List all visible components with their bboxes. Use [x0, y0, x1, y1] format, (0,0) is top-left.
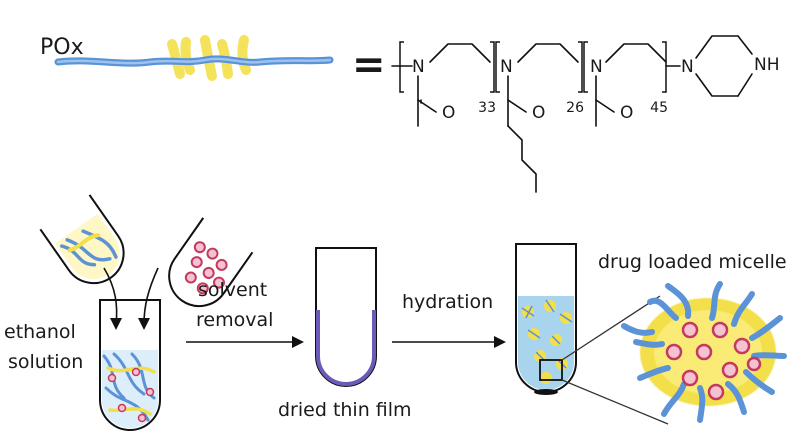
tube-polymer: [39, 194, 125, 285]
zoom-line-top: [561, 295, 661, 361]
tube-dried-film: [315, 247, 377, 387]
atom-n-1: N: [412, 57, 425, 77]
tube-drug: [168, 217, 254, 307]
polymer-name-label: POx: [40, 35, 84, 60]
micelle-label: drug loaded micelle: [598, 251, 787, 273]
subscript-1: 33: [478, 100, 496, 116]
pour-arrow-left: [103, 267, 118, 325]
pour-arrow-right: [143, 267, 159, 325]
atom-o-1: O: [442, 103, 455, 123]
tube-ethanol-solution: [99, 299, 161, 431]
ethanol-label-line1: ethanol: [4, 321, 76, 343]
subscript-3: 45: [650, 100, 668, 116]
atom-n-3: N: [590, 57, 603, 77]
ethanol-label-line2: solution: [8, 351, 83, 373]
dried-film-label: dried thin film: [278, 399, 412, 421]
atom-nh: NH: [754, 55, 780, 75]
atom-n-piperazine: N: [681, 57, 694, 77]
zoom-line-bottom: [561, 379, 669, 425]
tube-micelles: [515, 243, 577, 395]
equals-sign: =: [352, 42, 386, 88]
subscript-2: 26: [566, 100, 584, 116]
chemical-structure: [391, 35, 753, 193]
solvent-label-line1: solvent: [198, 279, 267, 301]
atom-o-3: O: [620, 103, 633, 123]
drug-loaded-micelle: [621, 281, 787, 423]
solvent-label-line2: removal: [196, 309, 273, 331]
atom-n-2: N: [500, 57, 513, 77]
zoom-box: [539, 359, 563, 381]
hydration-label: hydration: [402, 291, 493, 313]
atom-o-2: O: [532, 103, 545, 123]
